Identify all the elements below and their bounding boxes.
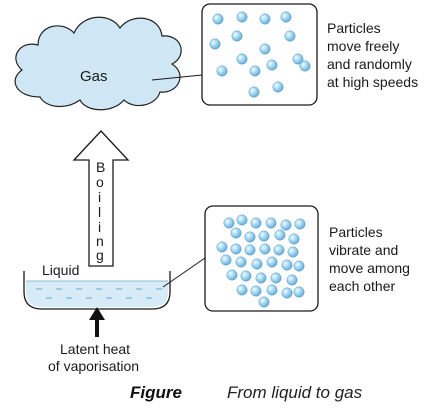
gas-particle [236,11,248,23]
gas-particle [231,30,243,42]
liquid-particle [265,217,277,229]
liquid-particle [250,285,262,297]
heat-arrow-head [89,307,105,320]
liquid-desc-line-3: move among [329,260,410,276]
heat-label-line-1: Latent heat [60,341,131,357]
liquid-particle [226,269,238,281]
gas-particle [236,53,248,65]
liquid-particle [266,256,278,268]
gas-particle [212,13,224,25]
boiling-letter-i: i [98,189,102,205]
boiling-letter-b: B [96,159,106,175]
caption-text: From liquid to gas [227,383,363,402]
liquid-particle [280,219,292,231]
liquid-particle [230,243,242,255]
liquid-particle [223,217,235,229]
liquid-particle [244,244,256,256]
liquid-particle [240,270,252,282]
liquid-particle [270,272,282,284]
liquid-particle [244,231,256,243]
gas-particle [284,30,296,42]
liquid-particle [258,296,270,308]
liquid-particle [294,218,306,230]
liquid-particle [286,274,298,286]
gas-particle [216,65,228,77]
gas-particle-box [201,3,318,106]
gas-desc-line-1: Particles [327,20,381,36]
liquid-particle [293,286,305,298]
liquid-particle [236,284,248,296]
gas-particle [292,53,304,65]
gas-particle [272,81,284,93]
gas-particles [209,11,311,98]
gas-particle [209,38,221,50]
gas-particle [248,86,260,98]
liquid-particle [281,287,293,299]
liquid-label: Liquid [42,262,80,278]
liquid-particle [274,229,286,241]
boiling-arrow [72,130,130,267]
liquid-particle [236,214,248,226]
gas-label: Gas [80,68,108,85]
heat-label-line-2: of vaporisation [48,358,140,374]
liquid-particle [266,284,278,296]
liquid-particle [287,246,299,258]
gas-desc-line-4: at high speeds [327,74,419,90]
liquid-particle [273,244,285,256]
gas-particle [266,59,278,71]
liquid-desc-line-1: Particles [329,224,383,240]
gas-particle [280,11,292,23]
liquid-surface [26,281,168,307]
gas-particle [299,60,311,72]
liquid-desc-line-2: vibrate and [329,242,399,258]
liquid-pointer-line [162,257,206,288]
gas-desc-line-2: move freely [327,38,400,54]
liquid-particle [259,243,271,255]
liquid-desc-line-4: each other [329,278,396,294]
liquid-particle [293,260,305,272]
boiling-letter-n: n [96,233,104,249]
boiling-letter-o: o [96,174,104,190]
boiling-letter-g: g [96,247,104,263]
caption-figure-word: Figure [130,383,182,402]
gas-desc-line-3: and randomly [327,56,412,72]
liquid-particle [258,230,270,242]
liquid-particle [230,227,242,239]
gas-particle [259,43,271,55]
gas-pointer-line [151,74,203,81]
liquid-particle [281,259,293,271]
gas-particle [249,65,261,77]
gas-particle [259,13,271,25]
liquid-particle [251,258,263,270]
boiling-letter-i2: i [98,219,102,235]
liquid-particle [216,241,228,253]
liquid-particle [255,272,267,284]
liquid-particle [250,217,262,229]
liquid-dashes [36,288,162,299]
liquid-particle [288,233,300,245]
liquid-particles [216,214,306,308]
boiling-letter-l: l [98,204,102,220]
liquid-particle [220,254,232,266]
gas-cloud [14,16,182,111]
liquid-particle [235,256,247,268]
